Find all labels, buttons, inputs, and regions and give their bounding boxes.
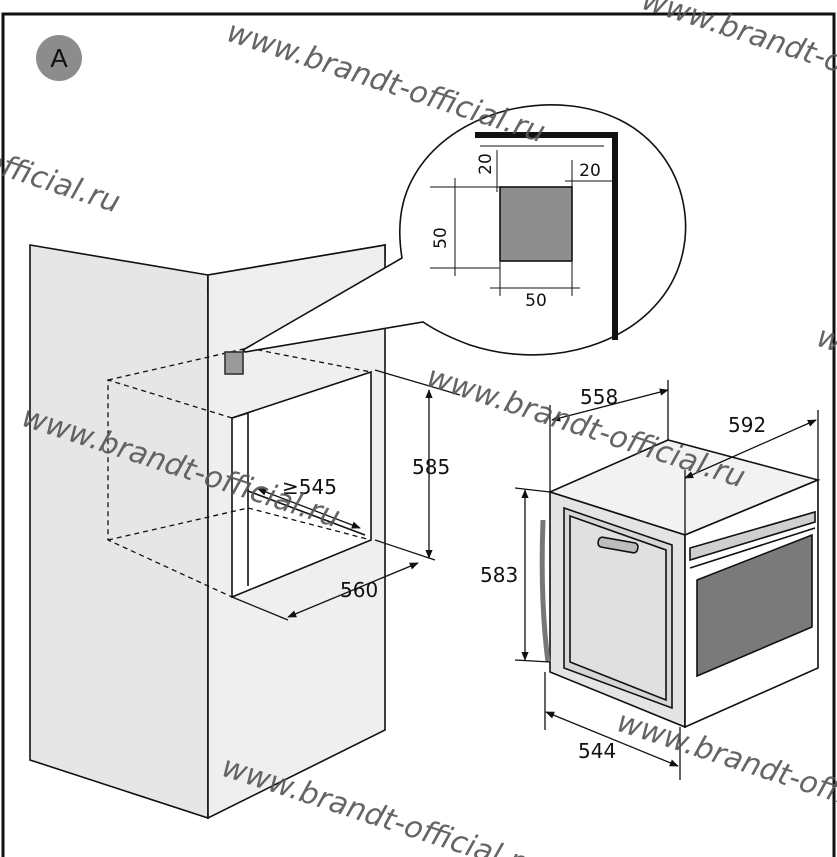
detail-offset-top-label: 20 [476, 153, 496, 175]
oven-dimensions [514, 380, 819, 780]
watermark-text: www.brandt-official.ru [423, 359, 750, 495]
watermark-text: www.brandt-official.ru [638, 0, 837, 118]
detail-callout [241, 104, 687, 356]
oven-height-label: 583 [480, 563, 518, 587]
cabinet-drawing [29, 244, 386, 820]
watermark-text: www.brandt-official.ru [223, 14, 550, 150]
oven-depth-label: 558 [580, 385, 618, 409]
watermark-text: www.brandt-official.ru [0, 84, 124, 220]
figure-frame [1, 12, 836, 857]
oven-drawing [539, 439, 821, 729]
detail-vent-height-label: 50 [431, 227, 451, 249]
oven-window [696, 533, 813, 678]
oven-door-depth-label: 544 [578, 739, 616, 763]
figure-badge: A [36, 35, 82, 81]
cabinet-height-label: 585 [412, 455, 450, 479]
detail-vent [499, 186, 573, 262]
cabinet-left-panel [29, 244, 209, 820]
cabinet-width-label: 560 [340, 578, 378, 602]
oven-handle [597, 536, 639, 554]
figure-badge-label: A [50, 43, 68, 73]
oven-width-label: 592 [728, 413, 766, 437]
detail-offset-side-label: 20 [579, 161, 601, 181]
watermark-text: www.brandt-official.ru [218, 749, 545, 857]
detail-vent-width-label: 50 [525, 291, 547, 311]
cabinet-dimensions [231, 369, 461, 621]
watermark-text: www.brandt-official.ru [613, 704, 837, 840]
cabinet-depth-label: ≥545 [282, 475, 337, 499]
cabinet-vent [224, 351, 244, 375]
